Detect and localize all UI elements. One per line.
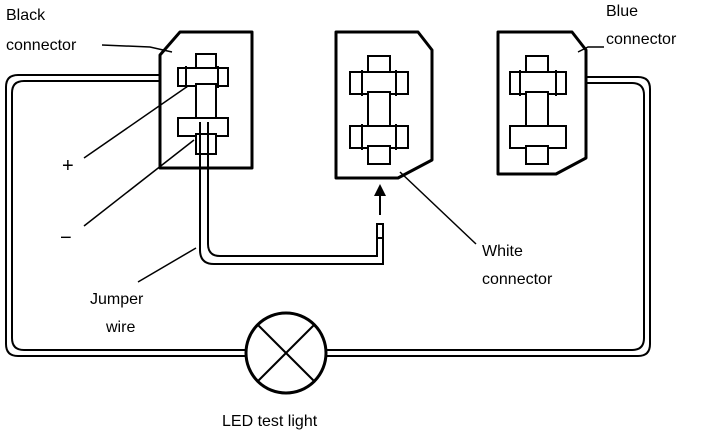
- leader-blue-connector: [577, 46, 604, 53]
- blue-connector-terminal-upper: [509, 55, 567, 127]
- white-connector-terminal-upper: [349, 55, 409, 127]
- leader-minus: [83, 139, 195, 227]
- leader-black-connector: [101, 44, 173, 53]
- plus-terminal-label: +: [62, 155, 74, 177]
- jumper-wire: [199, 122, 384, 265]
- probe-insert-arrow: [374, 184, 386, 215]
- jumper-wire-probe-tip: [376, 223, 384, 239]
- white-connector-label: White connector: [482, 243, 553, 288]
- leader-plus: [83, 85, 189, 159]
- minus-terminal-label: −: [60, 227, 72, 249]
- white-connector-terminal-lower: [349, 125, 409, 165]
- white-connector: [334, 30, 434, 180]
- blue-connector-label: Blue connector: [606, 3, 677, 48]
- leader-jumper-wire: [137, 247, 197, 283]
- led-test-light: [244, 311, 328, 395]
- blue-connector-terminal-lower: [509, 125, 567, 165]
- blue-connector: [496, 30, 588, 176]
- jumper-wire-label: Jumper wire: [90, 291, 148, 336]
- test-light-circuit-wire: [5, 74, 651, 357]
- led-test-light-label: LED test light: [222, 413, 318, 430]
- leader-lines: [83, 44, 604, 283]
- black-connector: [158, 30, 254, 170]
- leader-white-connector: [399, 171, 477, 245]
- black-connector-label: Black connector: [6, 7, 77, 54]
